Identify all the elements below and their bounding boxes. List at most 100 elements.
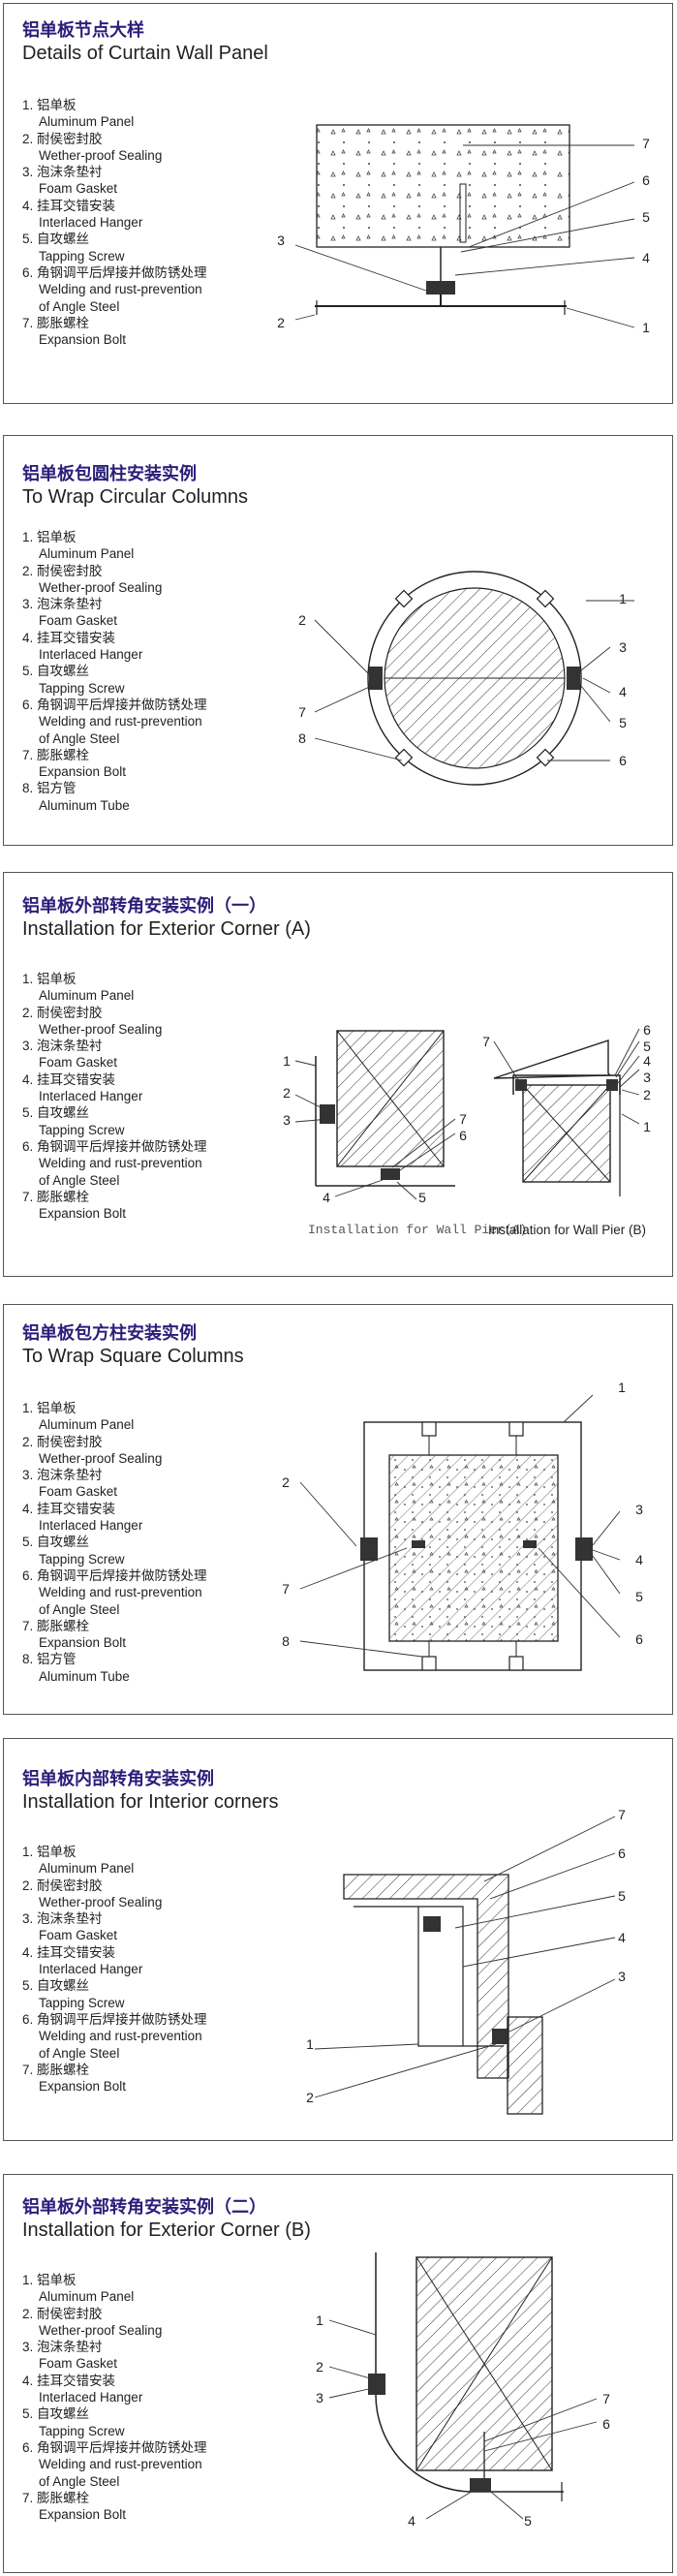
legend-en: Foam Gasket [39,1484,118,1500]
legend-en: Interlaced Hanger [39,215,143,231]
legend-en: Wether-proof Sealing [39,2322,163,2338]
callout-number: 2 [277,315,285,330]
legend-cn: 6. 角钢调平后焊接并做防锈处理 [22,1138,207,1154]
legend-item: 6. 角钢调平后焊接并做防锈处理 Welding and rust-prevent… [22,1138,207,1189]
callout-number: 6 [602,2416,610,2432]
callout-number: 7 [602,2391,610,2406]
callout-number: 2 [306,2090,314,2105]
legend-cn: 7. 膨胀螺栓 [22,747,90,762]
legend-en: Interlaced Hanger [39,1962,143,1977]
caption-wall-pier-a: Installation for Wall Pier(A) [308,1223,528,1237]
legend-item: 6. 角钢调平后焊接并做防锈处理 Welding and rust-prevent… [22,2011,207,2062]
section-1-title-en: Details of Curtain Wall Panel [22,43,268,64]
legend-en: Wether-proof Sealing [39,579,163,595]
callout-number: 1 [643,1119,651,1134]
legend-en: Welding and rust-prevention [39,714,202,729]
legend-cn: 5. 自攻螺丝 [22,664,90,679]
section-6-title-cn: 铝单板外部转角安装实例（二） [22,2197,266,2218]
legend-item: 1. 铝单板 Aluminum Panel [22,1400,207,1434]
legend-en: Tapping Screw [39,1122,125,1137]
legend-en: Interlaced Hanger [39,647,143,663]
callout-number: 6 [643,1022,651,1038]
legend-en: Wether-proof Sealing [39,147,163,163]
legend-cn: 3. 泡沫条垫衬 [22,1039,103,1054]
legend-en: Welding and rust-prevention [39,1156,202,1171]
legend-cn: 6. 角钢调平后焊接并做防锈处理 [22,697,207,712]
legend-cn: 6. 角钢调平后焊接并做防锈处理 [22,2011,207,2027]
legend-en: Aluminum Panel [39,1417,135,1433]
legend-cn: 2. 耐侯密封胶 [22,1878,103,1893]
legend-en: Tapping Screw [39,1551,125,1567]
callout-number: 4 [618,1930,626,1945]
callout-number: 5 [635,1589,643,1604]
caption-wall-pier-b: Installation for Wall Pier (B) [488,1223,647,1237]
callout-number: 1 [283,1053,291,1069]
legend-en: Expansion Bolt [39,2507,127,2523]
legend-item: 1. 铝单板 Aluminum Panel [22,97,207,131]
callout-number: 7 [459,1111,467,1127]
callout-number: 6 [618,1846,626,1861]
legend-en: Expansion Bolt [39,2079,127,2095]
callout-number: 4 [323,1190,330,1205]
legend-cn: 1. 铝单板 [22,1401,77,1415]
legend-cn: 4. 挂耳交错安装 [22,630,116,645]
legend-cn: 2. 耐侯密封胶 [22,1434,103,1449]
callout-number: 2 [643,1087,651,1102]
legend-en: Wether-proof Sealing [39,1894,163,1909]
legend-en: Aluminum Tube [39,1668,130,1684]
legend-cn: 3. 泡沫条垫衬 [22,2340,103,2355]
legend-cn: 1. 铝单板 [22,98,77,112]
legend-en: Interlaced Hanger [39,1518,143,1534]
callout-number: 1 [642,320,650,335]
legend-cn: 7. 膨胀螺栓 [22,2490,90,2505]
section-2-title-cn: 铝单板包圆柱安装实例 [22,464,197,484]
callout-number: 4 [642,250,650,265]
legend-cn: 6. 角钢调平后焊接并做防锈处理 [22,264,207,280]
legend-cn: 7. 膨胀螺栓 [22,315,90,330]
legend-en: Aluminum Panel [39,114,135,130]
callout-number: 3 [277,233,285,248]
legend-en: Aluminum Tube [39,797,130,813]
legend-en: Aluminum Panel [39,1861,135,1877]
section-3-title-en: Installation for Exterior Corner (A) [22,918,311,940]
callout-number: 5 [524,2513,532,2529]
section-interior-corners [3,1738,673,2141]
legend-en: Aluminum Panel [39,2289,135,2305]
callout-number: 5 [643,1039,651,1054]
legend-cn: 7. 膨胀螺栓 [22,1618,90,1633]
legend-en: Tapping Screw [39,2423,125,2438]
legend-en-2: of Angle Steel [39,730,120,746]
callout-number: 1 [306,2036,314,2052]
legend-cn: 4. 挂耳交错安装 [22,1501,116,1516]
legend-en: Welding and rust-prevention [39,2029,202,2044]
legend-en: Wether-proof Sealing [39,1450,163,1466]
callout-number: 1 [316,2312,323,2328]
legend-en: Welding and rust-prevention [39,2457,202,2472]
